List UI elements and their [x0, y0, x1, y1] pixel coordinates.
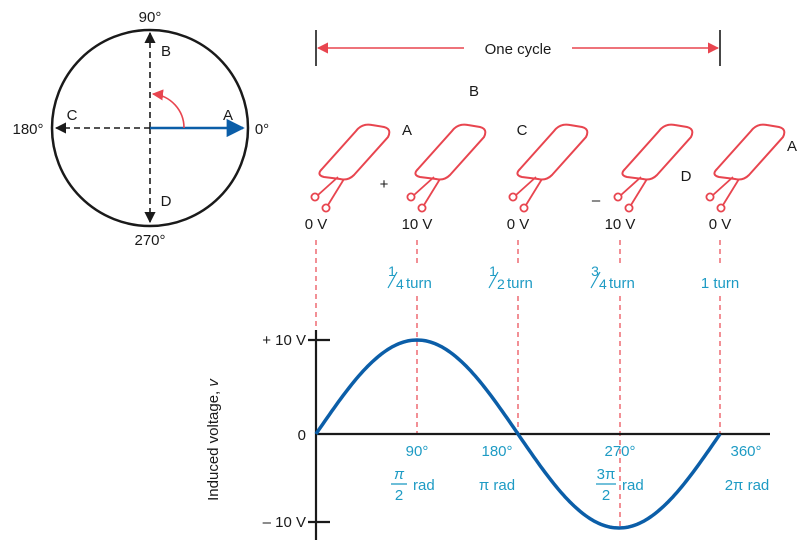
coil-b: B + — [380, 83, 487, 213]
xtick-180-deg: 180° — [481, 443, 512, 460]
turn-label-three-quarter: 3 4 turn — [590, 263, 635, 292]
xtick-90-rad: π 2 rad — [391, 466, 435, 504]
xtick-180-rad: π rad — [479, 477, 515, 494]
frac-den: 4 — [396, 276, 404, 292]
rad-den: 2 — [602, 487, 610, 504]
label-90-deg: 90° — [139, 9, 162, 26]
y-axis-title: Induced voltage, v — [205, 378, 222, 501]
y-axis-title-main: Induced voltage, — [205, 387, 222, 501]
frac-den: 4 — [599, 276, 607, 292]
coil-letter: A — [402, 122, 412, 139]
turn-label-quarter: 1 4 turn — [387, 263, 432, 292]
rad-unit: rad — [413, 477, 435, 494]
xtick-90-deg: 90° — [406, 443, 429, 460]
coil-icon — [705, 123, 786, 213]
coil-a-start: A — [310, 122, 412, 213]
voltage-label-a-end: 0 V — [709, 216, 732, 233]
coil-icon — [406, 123, 487, 213]
coil-sign: – — [592, 192, 601, 209]
coil-letter: B — [469, 83, 479, 100]
frac-num: 1 — [489, 263, 497, 279]
rad-den: 2 — [395, 487, 403, 504]
turn-label-half: 1 2 turn — [488, 263, 533, 292]
sine-wave-series — [314, 338, 722, 530]
xtick-270-deg: 270° — [604, 443, 635, 460]
y-axis-title-var: v — [205, 378, 222, 387]
point-c-label: C — [67, 107, 78, 124]
voltage-label-d: 10 V — [605, 216, 636, 233]
point-b-label: B — [161, 43, 171, 60]
ytick-top-label: + 10 V — [262, 332, 306, 349]
frac-slash — [387, 271, 398, 289]
frac-slash — [488, 271, 499, 289]
rotation-circle: 90° 180° 0° 270° A B C D — [12, 9, 269, 249]
voltage-label-a: 0 V — [305, 216, 328, 233]
frac-num: 1 — [388, 263, 396, 279]
frac-den: 2 — [497, 276, 505, 292]
one-cycle-bracket: One cycle — [315, 30, 721, 66]
frac-slash — [590, 271, 601, 289]
frac-num: 3 — [591, 263, 599, 279]
label-270-deg: 270° — [134, 232, 165, 249]
circle-outline — [50, 28, 250, 228]
rad-unit: rad — [622, 477, 644, 494]
xtick-360-deg: 360° — [730, 443, 761, 460]
turn-label-full: 1 turn — [701, 275, 739, 292]
guide-lines — [315, 240, 721, 526]
xtick-360-rad: 2π rad — [725, 477, 770, 494]
waveform-graph: + 10 V 0 – 10 V Induced voltage, v 90° 1… — [205, 330, 770, 540]
rad-num: 3π — [597, 466, 616, 483]
point-a-label: A — [223, 107, 233, 124]
coil-icon — [310, 123, 391, 213]
voltage-label-b: 10 V — [402, 216, 433, 233]
coil-letter: C — [517, 122, 528, 139]
voltage-label-c: 0 V — [507, 216, 530, 233]
coil-d: D – — [592, 123, 694, 213]
rotation-arrow — [151, 89, 185, 129]
turn-word: turn — [406, 275, 432, 292]
coil-letter: D — [681, 168, 692, 185]
turn-word: turn — [507, 275, 533, 292]
coil-c: C — [508, 122, 589, 213]
ytick-bottom-label: – 10 V — [263, 514, 306, 531]
point-d-label: D — [161, 193, 172, 210]
turn-word: turn — [609, 275, 635, 292]
label-0-deg: 0° — [255, 121, 269, 138]
coil-sign: + — [380, 176, 389, 193]
label-180-deg: 180° — [12, 121, 43, 138]
ytick-zero-label: 0 — [298, 427, 306, 444]
coil-a-end: A — [705, 123, 797, 213]
one-cycle-label: One cycle — [485, 41, 552, 58]
xtick-270-rad: 3π 2 rad — [596, 466, 644, 504]
coil-letter: A — [787, 138, 797, 155]
rad-num: π — [394, 466, 405, 483]
